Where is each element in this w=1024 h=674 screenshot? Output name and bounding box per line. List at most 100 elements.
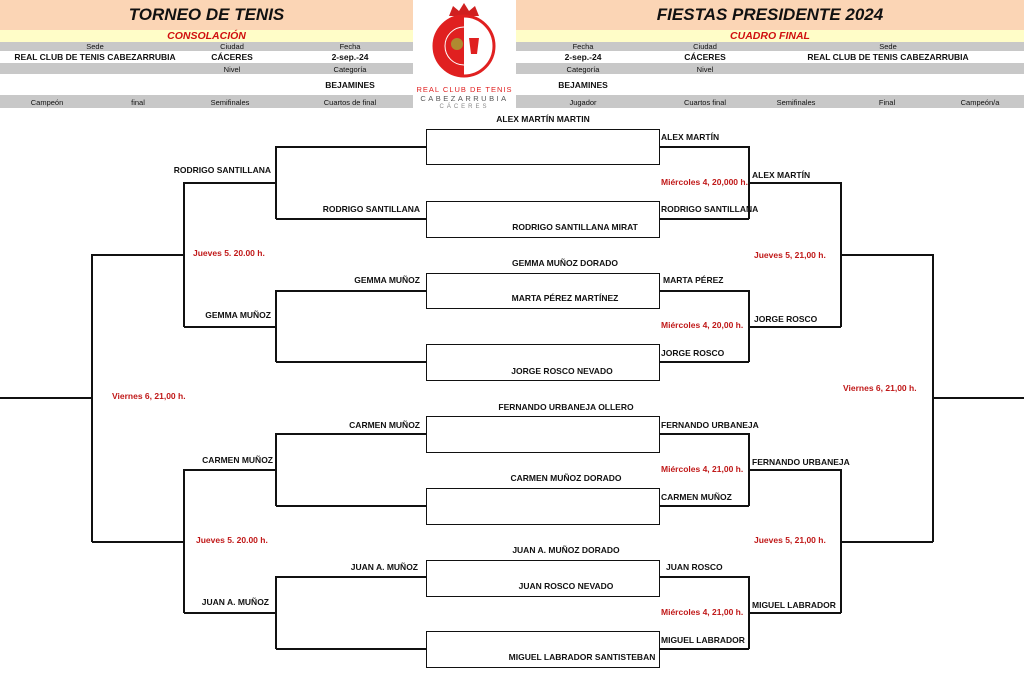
fecha-label: Fecha — [339, 42, 361, 51]
categoria-label: Categoría — [333, 65, 367, 74]
match-date: Jueves 5. 20.00 h. — [193, 248, 265, 258]
sede-label: Sede — [879, 42, 897, 51]
qf-name: RODRIGO SANTILLANA — [661, 204, 759, 214]
match-date: Miércoles 4, 20,00 h. — [661, 320, 744, 330]
player-name: GEMMA MUÑOZ DORADO — [512, 258, 618, 268]
bracket-line — [748, 612, 841, 614]
match-date: Miércoles 4, 21,00 h. — [661, 464, 744, 474]
qf-name: MARTA PÉREZ — [663, 275, 724, 285]
club-crest-icon — [432, 3, 496, 78]
player-box — [426, 488, 660, 525]
ciudad-label: Ciudad — [220, 42, 244, 51]
right-title: FIESTAS PRESIDENTE 2024 — [656, 5, 884, 24]
bracket-line — [276, 361, 426, 363]
qf-name: MIGUEL LABRADOR — [661, 635, 745, 645]
right-subtitle: CUADRO FINAL — [730, 30, 810, 42]
player-box — [426, 273, 660, 309]
col-header: Jugador — [569, 98, 597, 107]
bracket-line — [92, 541, 184, 543]
bracket-line — [659, 576, 749, 578]
logo-line1: REAL CLUB DE TENIS — [416, 85, 513, 94]
match-date: Jueves 5, 21,00 h. — [754, 535, 826, 545]
match-date: Viernes 6, 21,00 h. — [843, 383, 917, 393]
player-box — [426, 416, 660, 453]
bracket-line — [659, 218, 749, 220]
bracket-line — [748, 182, 841, 184]
ciudad-label: Ciudad — [693, 42, 717, 51]
bracket-line — [748, 469, 841, 471]
fecha-label: Fecha — [572, 42, 594, 51]
sede-label: Sede — [86, 42, 104, 51]
cons-qf-name: GEMMA MUÑOZ — [354, 275, 420, 285]
categoria-value: BEJAMINES — [325, 80, 375, 90]
bracket-line — [184, 182, 276, 184]
bracket-line — [659, 290, 749, 292]
col-header: Cuartos final — [683, 98, 727, 107]
categoria-label: Categoría — [566, 65, 600, 74]
bracket-line — [932, 397, 1024, 399]
right-subtitle-band: CUADRO FINAL — [516, 30, 1024, 42]
sf-name: FERNANDO URBANEJA — [752, 457, 850, 467]
player-name: CARMEN MUÑOZ DORADO — [510, 473, 622, 483]
fecha-value: 2-sep.-24 — [564, 52, 602, 62]
col-header: Semifinales — [776, 98, 816, 107]
player-name: MARTA PÉREZ MARTÍNEZ — [511, 293, 619, 303]
player-name: RODRIGO SANTILLANA MIRAT — [512, 222, 638, 232]
player-name: JUAN ROSCO NEVADO — [518, 581, 614, 591]
left-row-gray — [0, 42, 413, 51]
sf-name: JORGE ROSCO — [754, 314, 818, 324]
bracket-line — [92, 254, 184, 256]
right-title-band: FIESTAS PRESIDENTE 2024 — [516, 0, 1024, 30]
bracket-line — [276, 290, 426, 292]
left-row-gray — [0, 63, 413, 74]
bracket-line — [840, 541, 933, 543]
col-header: Campeón/a — [960, 98, 1000, 107]
col-header: final — [131, 98, 145, 107]
right-row-gray — [516, 42, 1024, 51]
col-header: Final — [878, 98, 896, 107]
qf-name: JUAN ROSCO — [666, 562, 723, 572]
bracket-line — [748, 326, 841, 328]
bracket-line — [276, 433, 426, 435]
match-date: Jueves 5. 20.00 h. — [196, 535, 268, 545]
bracket-line — [184, 612, 276, 614]
player-name: FERNANDO URBANEJA OLLERO — [498, 402, 634, 412]
player-box — [426, 129, 660, 165]
bracket-line — [659, 146, 749, 148]
ciudad-value: CÁCERES — [211, 52, 253, 62]
match-date: Jueves 5, 21,00 h. — [754, 250, 826, 260]
sede-value: REAL CLUB DE TENIS CABEZARRUBIA — [14, 52, 176, 62]
left-title: TORNEO DE TENIS — [128, 5, 285, 24]
bracket-line — [184, 326, 276, 328]
bracket-line — [0, 397, 92, 399]
match-date: Miércoles 4, 21,00 h. — [661, 607, 744, 617]
player-name: MIGUEL LABRADOR SANTISTEBAN — [508, 652, 656, 662]
bracket-line — [276, 648, 426, 650]
col-header: Semifinales — [210, 98, 250, 107]
qf-name: FERNANDO URBANEJA — [661, 420, 759, 430]
player-box — [426, 560, 660, 597]
player-box — [426, 344, 660, 381]
cons-qf-name: RODRIGO SANTILLANA — [322, 204, 420, 214]
nivel-label: Nivel — [223, 65, 241, 74]
bracket-line — [659, 505, 749, 507]
ciudad-value: CÁCERES — [684, 52, 726, 62]
cons-qf-name: JUAN A. MUÑOZ — [350, 562, 418, 572]
cons-sf-name: JUAN A. MUÑOZ — [201, 597, 269, 607]
cons-qf-name: CARMEN MUÑOZ — [349, 420, 420, 430]
bracket-line — [659, 648, 749, 650]
qf-name: JORGE ROSCO — [661, 348, 725, 358]
player-box — [426, 201, 660, 238]
right-row-gray — [516, 95, 1024, 108]
bracket-line — [276, 505, 426, 507]
bracket-line — [276, 146, 426, 148]
match-date: Miércoles 4, 20,000 h. — [661, 177, 748, 187]
bracket-line — [184, 469, 276, 471]
bracket-line — [840, 254, 933, 256]
left-row-gray — [0, 95, 413, 108]
cons-sf-name: CARMEN MUÑOZ — [202, 455, 273, 465]
sede-value: REAL CLUB DE TENIS CABEZARRUBIA — [807, 52, 969, 62]
logo-line2: CABEZARRUBIA — [420, 94, 509, 103]
player-name: JUAN A. MUÑOZ DORADO — [512, 545, 620, 555]
nivel-label: Nivel — [696, 65, 714, 74]
